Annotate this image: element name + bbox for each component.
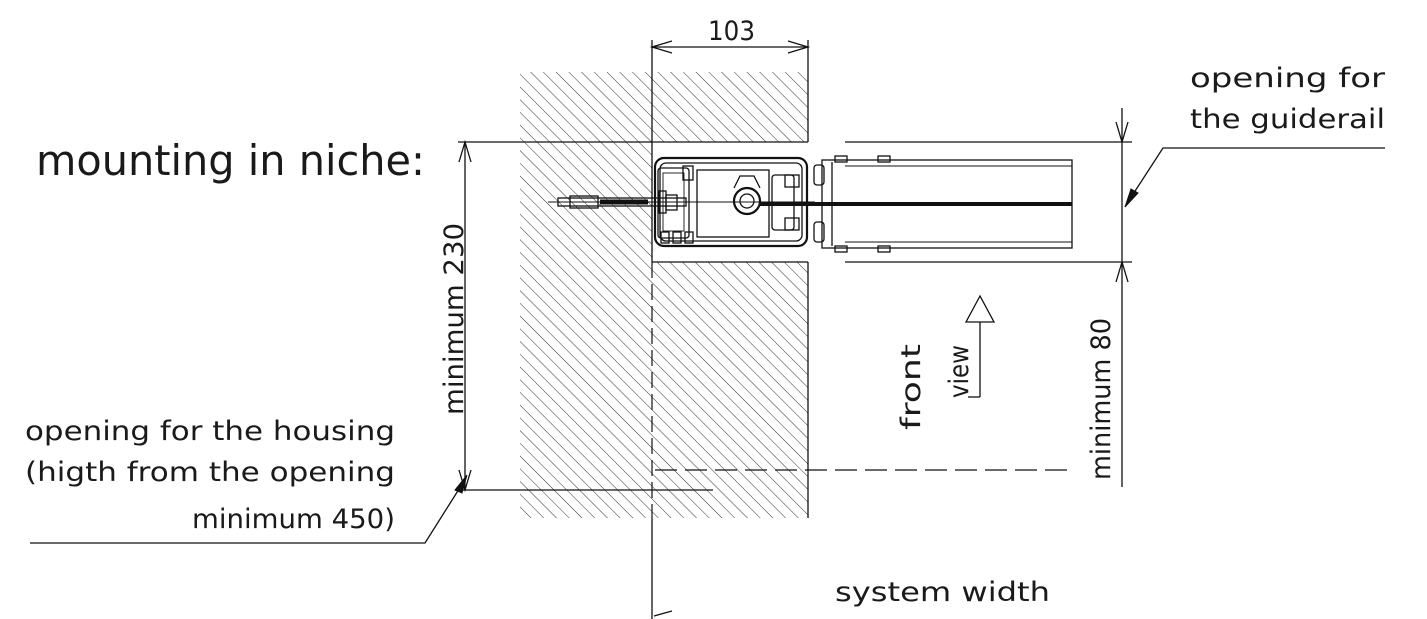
- front-view-arrow-icon: [964, 294, 996, 323]
- wall-bottom-hatch: [652, 262, 808, 518]
- bolt-nut: [665, 194, 678, 211]
- system-width-arrow: [653, 610, 673, 617]
- front-view-indicator: front view: [896, 294, 996, 430]
- min-height-arrow-top: [458, 139, 472, 163]
- bracket-clip-1: [660, 231, 670, 244]
- housing-bracket-inner: [662, 172, 685, 232]
- guiderail-label-line-1: opening for: [1190, 63, 1386, 94]
- anchor-bolt: [548, 190, 815, 214]
- min-below-label: minimum 80: [1086, 318, 1117, 480]
- guiderail-leader-line: [1125, 147, 1385, 206]
- bolt-shank: [557, 197, 687, 207]
- drawing-title: mounting in niche:: [36, 136, 425, 185]
- front-view-label-view: view: [944, 345, 975, 398]
- guiderail-label-line-2: the guiderail: [1190, 104, 1385, 135]
- system-width-label: system width: [835, 577, 1050, 608]
- guiderail-arrow-bottom: [1115, 259, 1129, 283]
- guiderail-opening-dimension: opening for the guiderail minimum 80: [845, 63, 1386, 487]
- front-view-label-front: front: [896, 344, 927, 430]
- guide-rail-bump-top: [813, 164, 825, 186]
- housing-opening-leader: [30, 474, 468, 544]
- guiderail-leader-arrow: [1124, 188, 1139, 208]
- housing-middle-compartment: [696, 169, 770, 238]
- dimension-minimum-height: minimum 230: [439, 139, 713, 493]
- roller-housing: [653, 156, 1072, 248]
- guide-rail-body: [821, 159, 1073, 249]
- bolt-sleeve: [569, 195, 599, 209]
- housing-label-line-2: (higth from the opening: [25, 457, 395, 488]
- dimension-width: 103: [649, 16, 811, 54]
- dimension-width-arrow-left: [649, 40, 673, 54]
- roller-clamp: [733, 175, 761, 189]
- niche-outline: [651, 40, 1075, 619]
- housing-label-line-3: minimum 450): [192, 504, 395, 535]
- wall-left-hatch: [520, 72, 652, 518]
- guide-rail-tab-3: [834, 245, 848, 253]
- min-height-label: minimum 230: [439, 223, 470, 415]
- housing-leader-arrow: [454, 474, 468, 494]
- wall-hatching: [520, 72, 808, 518]
- wall-top-hatch: [652, 72, 808, 142]
- guide-rail: [813, 155, 1073, 253]
- min-height-arrow-bottom: [458, 469, 472, 493]
- roller-shaft-inner: [739, 193, 755, 209]
- bracket-clip-3: [684, 231, 694, 244]
- dimension-width-label: 103: [708, 16, 755, 47]
- guiderail-arrow-top: [1115, 121, 1129, 145]
- system-width-dimension: system width: [653, 577, 1050, 617]
- roller-shaft-outer: [732, 186, 762, 216]
- guide-rail-tab-1: [834, 155, 848, 163]
- dimension-width-arrow-right: [787, 40, 811, 54]
- housing-label-line-1: opening for the housing: [25, 416, 395, 447]
- bolt-thread: [600, 199, 648, 205]
- housing-leader-line: [30, 477, 467, 544]
- bracket-top-clip: [682, 165, 694, 181]
- housing-opening-label: opening for the housing (higth from the …: [25, 416, 395, 535]
- exit-clip-bottom: [784, 217, 800, 231]
- guide-rail-tab-2: [877, 155, 891, 163]
- bracket-clip-2: [672, 231, 682, 244]
- exit-clip-top: [784, 174, 800, 188]
- guide-rail-tab-4: [877, 245, 891, 253]
- guide-rail-bump-bottom: [813, 221, 825, 243]
